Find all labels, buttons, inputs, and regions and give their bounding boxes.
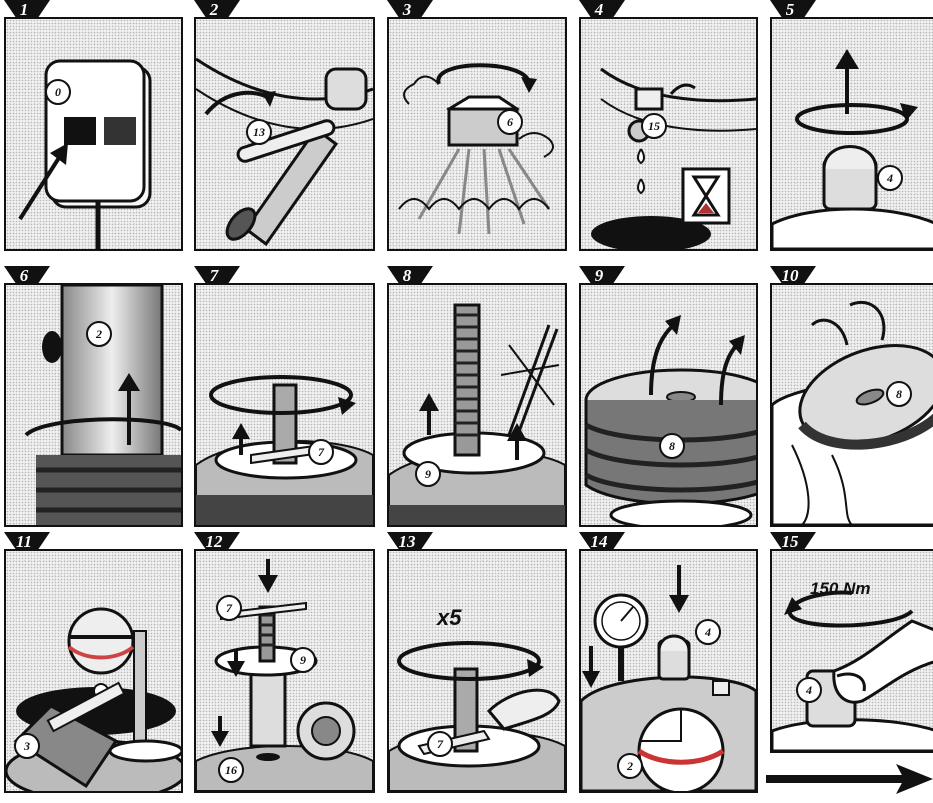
callout-9: 9 xyxy=(415,461,441,487)
filter-clean-illustration xyxy=(772,285,933,525)
callout-2: 2 xyxy=(86,321,112,347)
rotate-arrow-icon xyxy=(797,103,918,133)
panel-step-7: 7 xyxy=(194,283,375,527)
callout-0: 0 xyxy=(45,79,71,105)
callout-2b: 2 xyxy=(617,753,643,779)
panel-step-9: 8 xyxy=(579,283,758,527)
callout-9b: 9 xyxy=(290,647,316,673)
callout-4c: 4 xyxy=(796,677,822,703)
drain-illustration xyxy=(581,19,756,249)
callout-13: 13 xyxy=(246,119,272,145)
cap-illustration xyxy=(772,19,933,249)
panel-step-12: 7 9 16 xyxy=(194,549,375,793)
cylinder-refit-illustration xyxy=(581,551,756,791)
panel-step-2: 13 xyxy=(194,17,375,251)
panel-step-15: 150 Nm 4 xyxy=(770,549,933,753)
tighten-illustration xyxy=(389,551,565,791)
rotate-arrow-icon xyxy=(438,65,537,93)
callout-8: 8 xyxy=(659,433,685,459)
panel-step-14: 4 2 xyxy=(579,549,758,793)
socket-illustration xyxy=(6,19,181,249)
panel-step-3: 6 xyxy=(387,17,567,251)
panel-step-11: 3 xyxy=(4,549,183,793)
panel-step-8: 9 xyxy=(387,283,567,527)
panel-step-1: 0 xyxy=(4,17,183,251)
torque-value-label: 150 Nm xyxy=(810,579,870,599)
panel-step-4: 15 xyxy=(579,17,758,251)
rotate-arrow-icon xyxy=(206,91,276,114)
panel-step-6: 2 xyxy=(4,283,183,527)
callout-4: 4 xyxy=(877,165,903,191)
spindle-remove-illustration xyxy=(389,285,565,525)
callout-8b: 8 xyxy=(886,381,912,407)
next-arrow-icon xyxy=(766,762,933,796)
filter-lift-illustration xyxy=(581,285,756,525)
callout-7: 7 xyxy=(308,439,334,465)
callout-3: 3 xyxy=(14,733,40,759)
panel-step-5: 4 xyxy=(770,17,933,251)
callout-15: 15 xyxy=(641,113,667,139)
callout-4b: 4 xyxy=(695,619,721,645)
valve-illustration xyxy=(196,19,373,249)
callout-7c: 7 xyxy=(427,731,453,757)
panel-step-13: x5 7 xyxy=(387,549,567,793)
spindle-illustration xyxy=(196,285,373,525)
panel-step-10: 8 xyxy=(770,283,933,527)
nut-steam-illustration xyxy=(389,19,565,249)
callout-6: 6 xyxy=(497,109,523,135)
hourglass-icon xyxy=(683,169,729,223)
repeat-count-label: x5 xyxy=(437,605,461,631)
callout-7b: 7 xyxy=(216,595,242,621)
callout-16: 16 xyxy=(218,757,244,783)
reassemble-illustration xyxy=(196,551,373,791)
